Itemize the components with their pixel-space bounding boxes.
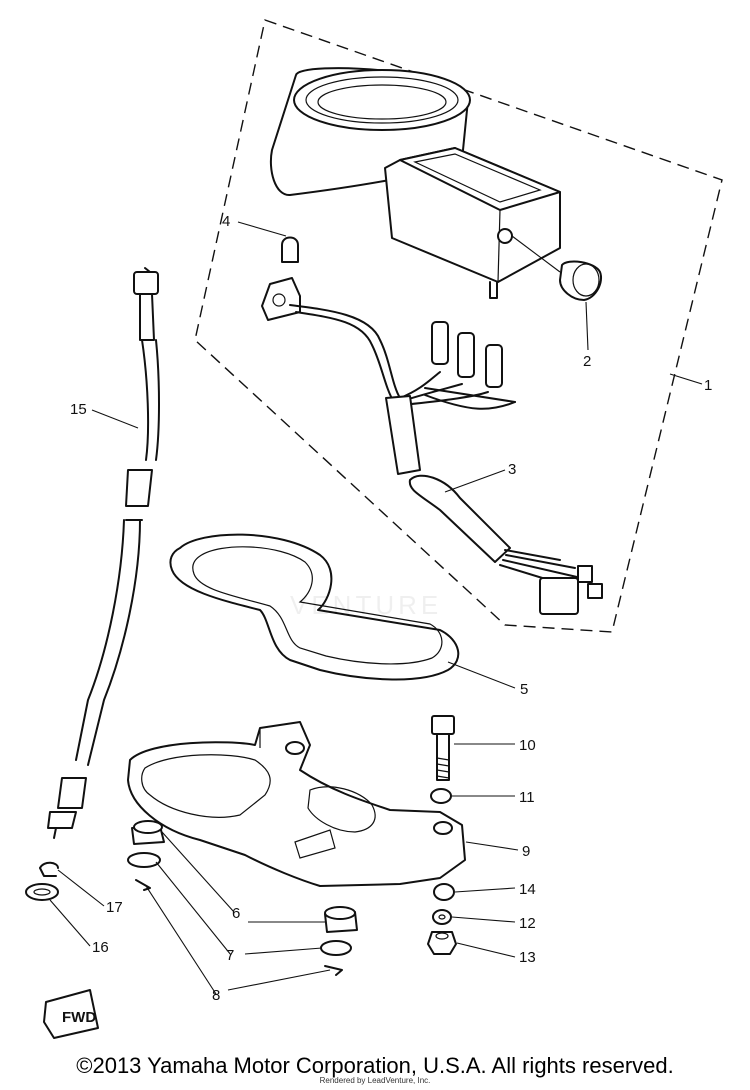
callout-2: 2 [583, 353, 591, 370]
callout-12: 12 [519, 915, 536, 932]
speedometer-cable [47, 267, 160, 839]
callout-5: 5 [520, 681, 528, 698]
leader-lines [49, 221, 703, 995]
meter-bracket [127, 721, 466, 887]
callout-4: 4 [222, 213, 230, 230]
callout-3: 3 [508, 461, 516, 478]
watermark-logo: VENTURE [290, 590, 443, 620]
pin-left [135, 879, 151, 891]
wire-harness [289, 304, 603, 615]
bulb [261, 236, 301, 321]
circlip [39, 861, 59, 877]
callout-10: 10 [519, 737, 536, 754]
callout-17: 17 [106, 899, 123, 916]
fwd-arrow-mark: FWD [43, 989, 99, 1039]
lower-hardware-stack [427, 883, 457, 955]
callout-16: 16 [92, 939, 109, 956]
fwd-mark-label: FWD [62, 1009, 96, 1026]
pin-right [324, 965, 343, 976]
callout-11: 11 [519, 789, 535, 806]
copyright-notice: ©2013 Yamaha Motor Corporation, U.S.A. A… [76, 1053, 674, 1078]
assembly-boundary-outline [194, 19, 723, 633]
callout-15: 15 [70, 401, 87, 418]
grommet-left [131, 820, 165, 845]
washer-right [320, 940, 352, 956]
meter-assembly [270, 67, 561, 299]
washer-left [127, 852, 161, 868]
gasket [169, 533, 460, 681]
washer-upper [430, 788, 452, 804]
grommet-right [324, 906, 358, 933]
callout-6: 6 [232, 905, 240, 922]
plain-washer [25, 883, 59, 901]
callout-numbers: 4 2 1 3 15 5 10 11 9 14 12 13 6 7 8 17 1… [70, 213, 712, 1004]
callout-14: 14 [519, 881, 536, 898]
rendered-by-note: Rendered by LeadVenture, Inc. [319, 1076, 431, 1085]
callout-9: 9 [522, 843, 530, 860]
callout-13: 13 [519, 949, 536, 966]
bolt [431, 715, 455, 781]
callout-7: 7 [226, 947, 234, 964]
callout-1: 1 [704, 377, 712, 394]
reset-knob [511, 235, 602, 301]
callout-8: 8 [212, 987, 220, 1004]
